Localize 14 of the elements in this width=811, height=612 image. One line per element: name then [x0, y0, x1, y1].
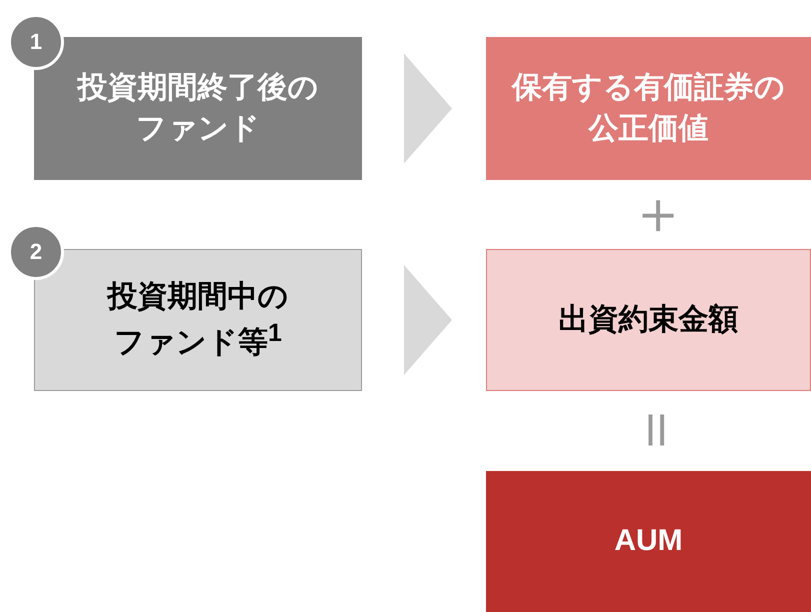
equals-sign: ＝ — [629, 400, 689, 460]
process-box — [486, 249, 811, 391]
process-box — [486, 37, 811, 180]
chevron-arrow — [404, 265, 452, 375]
box-label: 保有する有価証券の公正価値 — [510, 70, 786, 146]
result-box — [486, 471, 811, 612]
step-number: 2 — [30, 238, 42, 266]
chevron-arrow — [404, 54, 452, 164]
step-number: 1 — [30, 28, 42, 56]
box-label: 投資期間終了後のファンド — [76, 70, 320, 146]
plus-sign: ＋ — [628, 183, 688, 243]
box-label: AUM — [614, 523, 683, 560]
box-label: 出資約束金額 — [558, 302, 738, 338]
box-label: 投資期間中のファンド等$^{1}$ — [106, 278, 290, 361]
